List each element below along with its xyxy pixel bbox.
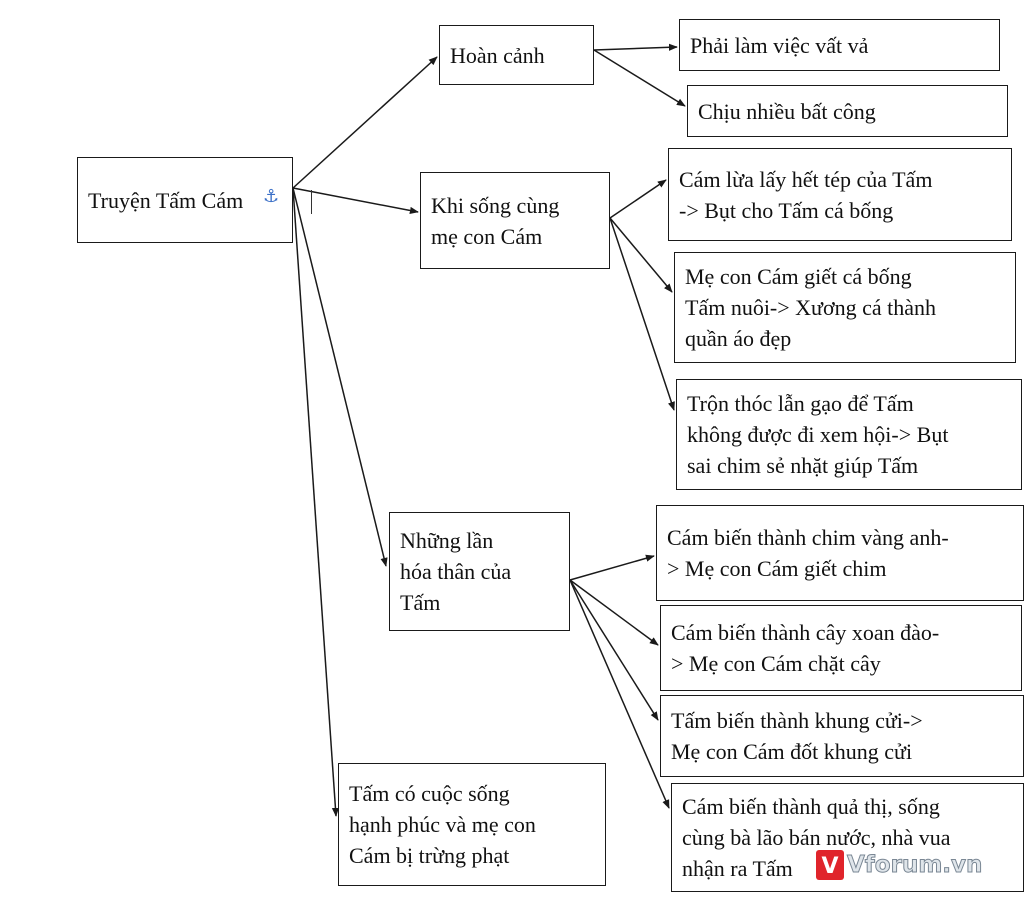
node-hoan-canh-label: Hoàn cảnh [450, 42, 545, 68]
watermark: V Vforum.vn [816, 848, 983, 882]
node-qua-thi: Cám biến thành quả thị, sống cùng bà lão… [671, 783, 1024, 892]
node-tron-thoc-lan-gao: Trộn thóc lẫn gạo để Tấm không được đi x… [676, 379, 1022, 490]
arrow-hoan-to-phai [593, 43, 678, 51]
node-nhung-lan-hoa-than: Những lần hóa thân của Tấm [389, 512, 570, 631]
node-cam-lua-lay-tep: Cám lừa lấy hết tép của Tấm -> Bụt cho T… [668, 148, 1012, 241]
node-tam-co-label: Tấm có cuộc sống hạnh phúc và mẹ con Cám… [349, 781, 536, 868]
node-qua-thi-label: Cám biến thành quả thị, sống cùng bà lão… [682, 794, 951, 881]
node-truyen-tam-cam: Truyện Tấm Cám [77, 157, 293, 243]
arrow-root-to-khi-song [292, 187, 419, 215]
arrow-khi-to-cam-lua [609, 179, 667, 219]
node-cam-lua-label: Cám lừa lấy hết tép của Tấm -> Bụt cho T… [679, 166, 933, 223]
arrow-nhung-to-cay-xoan [569, 579, 659, 646]
arrow-khi-to-me-con [609, 217, 673, 293]
arrow-root-to-tam-co [292, 187, 340, 817]
node-nhung-lan-label: Những lần hóa thân của Tấm [400, 528, 512, 615]
arrow-khi-to-tron-thoc [609, 217, 675, 411]
node-phai-lam-viec: Phải làm việc vất vả [679, 19, 1000, 71]
anchor-icon: ⚓ [263, 186, 280, 207]
arrow-root-to-nhung-lan [292, 187, 388, 567]
arrow-hoan-to-chiu [593, 49, 686, 107]
node-tam-co-cuoc-song-hanh-phuc: Tấm có cuộc sống hạnh phúc và mẹ con Cám… [338, 763, 606, 886]
node-truyen-tam-cam-label: Truyện Tấm Cám [88, 187, 244, 213]
node-cay-xoan-dao: Cám biến thành cây xoan đào- > Mẹ con Cá… [660, 605, 1022, 691]
node-hoan-canh: Hoàn cảnh [439, 25, 594, 85]
arrow-nhung-to-chim-vang [569, 554, 655, 581]
node-khung-cui-label: Tấm biến thành khung cửi-> Mẹ con Cám đố… [671, 708, 923, 764]
node-khung-cui: Tấm biến thành khung cửi-> Mẹ con Cám đố… [660, 695, 1024, 777]
node-phai-lam-viec-label: Phải làm việc vất vả [690, 32, 869, 58]
node-khi-song-label: Khi sống cùng mẹ con Cám [431, 192, 560, 249]
watermark-text: Vforum.vn [846, 852, 983, 879]
text-cursor [311, 190, 312, 214]
node-khi-song-cung-me-con-cam: Khi sống cùng mẹ con Cám [420, 172, 610, 269]
node-tron-thoc-label: Trộn thóc lẫn gạo để Tấm không được đi x… [687, 391, 949, 478]
arrow-nhung-to-qua-thi [569, 579, 670, 809]
node-chiu-nhieu-bat-cong-label: Chịu nhiều bất công [698, 98, 876, 124]
vforum-logo-letter: V [821, 854, 838, 879]
node-chiu-nhieu-bat-cong: Chịu nhiều bất công [687, 85, 1008, 137]
vforum-logo-icon: V [816, 850, 844, 880]
arrow-root-to-hoan-canh [292, 56, 438, 189]
node-chim-vang-label: Cám biến thành chim vàng anh- > Mẹ con C… [667, 525, 949, 581]
node-cay-xoan-label: Cám biến thành cây xoan đào- > Mẹ con Cá… [671, 620, 940, 676]
arrow-nhung-to-khung-cui [569, 579, 659, 721]
node-chim-vang-anh: Cám biến thành chim vàng anh- > Mẹ con C… [656, 505, 1024, 601]
node-me-con-cam-giet-ca-bong: Mẹ con Cám giết cá bống Tấm nuôi-> Xương… [674, 252, 1016, 363]
node-me-con-label: Mẹ con Cám giết cá bống Tấm nuôi-> Xương… [685, 264, 937, 351]
